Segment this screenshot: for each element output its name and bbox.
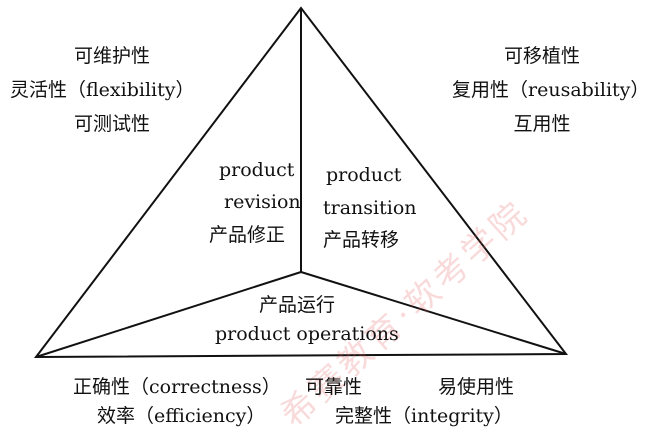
revision-name-zh: 产品修正 bbox=[209, 224, 286, 246]
transition-name-zh: 产品转移 bbox=[323, 229, 400, 251]
revision-quality-flexibility: 灵活性（flexibility） bbox=[10, 79, 195, 101]
divider-center-to-right bbox=[300, 271, 567, 355]
operations-name-zh: 产品运行 bbox=[259, 294, 336, 316]
transition-name-en-2: transition bbox=[323, 197, 417, 219]
transition-name-en-1: product bbox=[326, 164, 402, 186]
revision-quality-maintainability: 可维护性 bbox=[73, 45, 150, 67]
operations-quality-reliability: 可靠性 bbox=[305, 376, 363, 398]
revision-name-en-2: revision bbox=[224, 191, 301, 213]
triangle-outline bbox=[33, 6, 569, 359]
revision-name-en-1: product bbox=[219, 159, 295, 181]
operations-quality-correctness: 正确性（correctness） bbox=[73, 376, 281, 398]
operations-name-en: product operations bbox=[215, 323, 399, 345]
transition-quality-reusability: 复用性（reusability） bbox=[452, 79, 650, 101]
operations-quality-integrity: 完整性（integrity） bbox=[335, 405, 513, 427]
operations-quality-efficiency: 效率（efficiency） bbox=[97, 405, 266, 427]
transition-quality-portability: 可移植性 bbox=[503, 45, 580, 67]
divider-center-to-left bbox=[35, 271, 302, 358]
operations-quality-usability: 易使用性 bbox=[438, 376, 515, 398]
transition-quality-interoperability: 互用性 bbox=[513, 113, 571, 135]
revision-quality-testability: 可测试性 bbox=[73, 113, 150, 135]
